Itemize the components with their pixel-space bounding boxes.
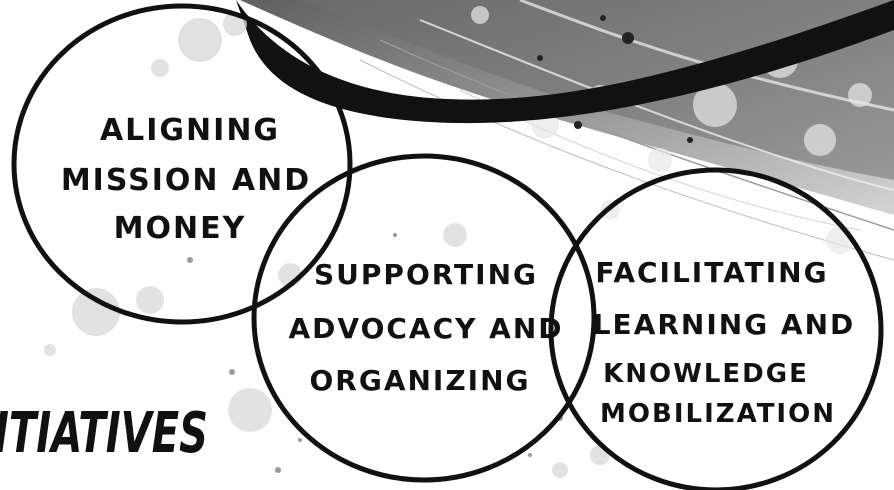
circle-learning-line-1: FACILITATING [595, 256, 828, 289]
speckle-dots [537, 15, 693, 143]
initiatives-heading: ITIATIVES [0, 401, 208, 466]
circle-mission-line-2: MISSION AND [61, 163, 311, 198]
circle-learning-line-3: KNOWLEDGE [603, 359, 809, 389]
circle-advocacy-line-2: ADVOCACY AND [288, 312, 563, 345]
circle-advocacy-line-3: ORGANIZING [309, 364, 530, 397]
circle-advocacy: SUPPORTING ADVOCACY AND ORGANIZING [288, 258, 563, 397]
circle-advocacy-outline [251, 153, 597, 483]
circle-learning-line-4: MOBILIZATION [600, 399, 836, 429]
circle-learning: FACILITATING LEARNING AND KNOWLEDGE MOBI… [593, 256, 856, 429]
circle-learning-line-2: LEARNING AND [593, 308, 856, 341]
circle-mission: ALIGNING MISSION AND MONEY [61, 113, 311, 246]
brush-stroke [236, 0, 894, 124]
circle-advocacy-line-1: SUPPORTING [314, 258, 538, 291]
circle-mission-line-1: ALIGNING [100, 113, 280, 148]
circle-mission-line-3: MONEY [114, 211, 247, 246]
circle-learning-outline [548, 167, 884, 490]
venn-circles [11, 3, 884, 490]
circle-mission-outline [11, 3, 353, 325]
